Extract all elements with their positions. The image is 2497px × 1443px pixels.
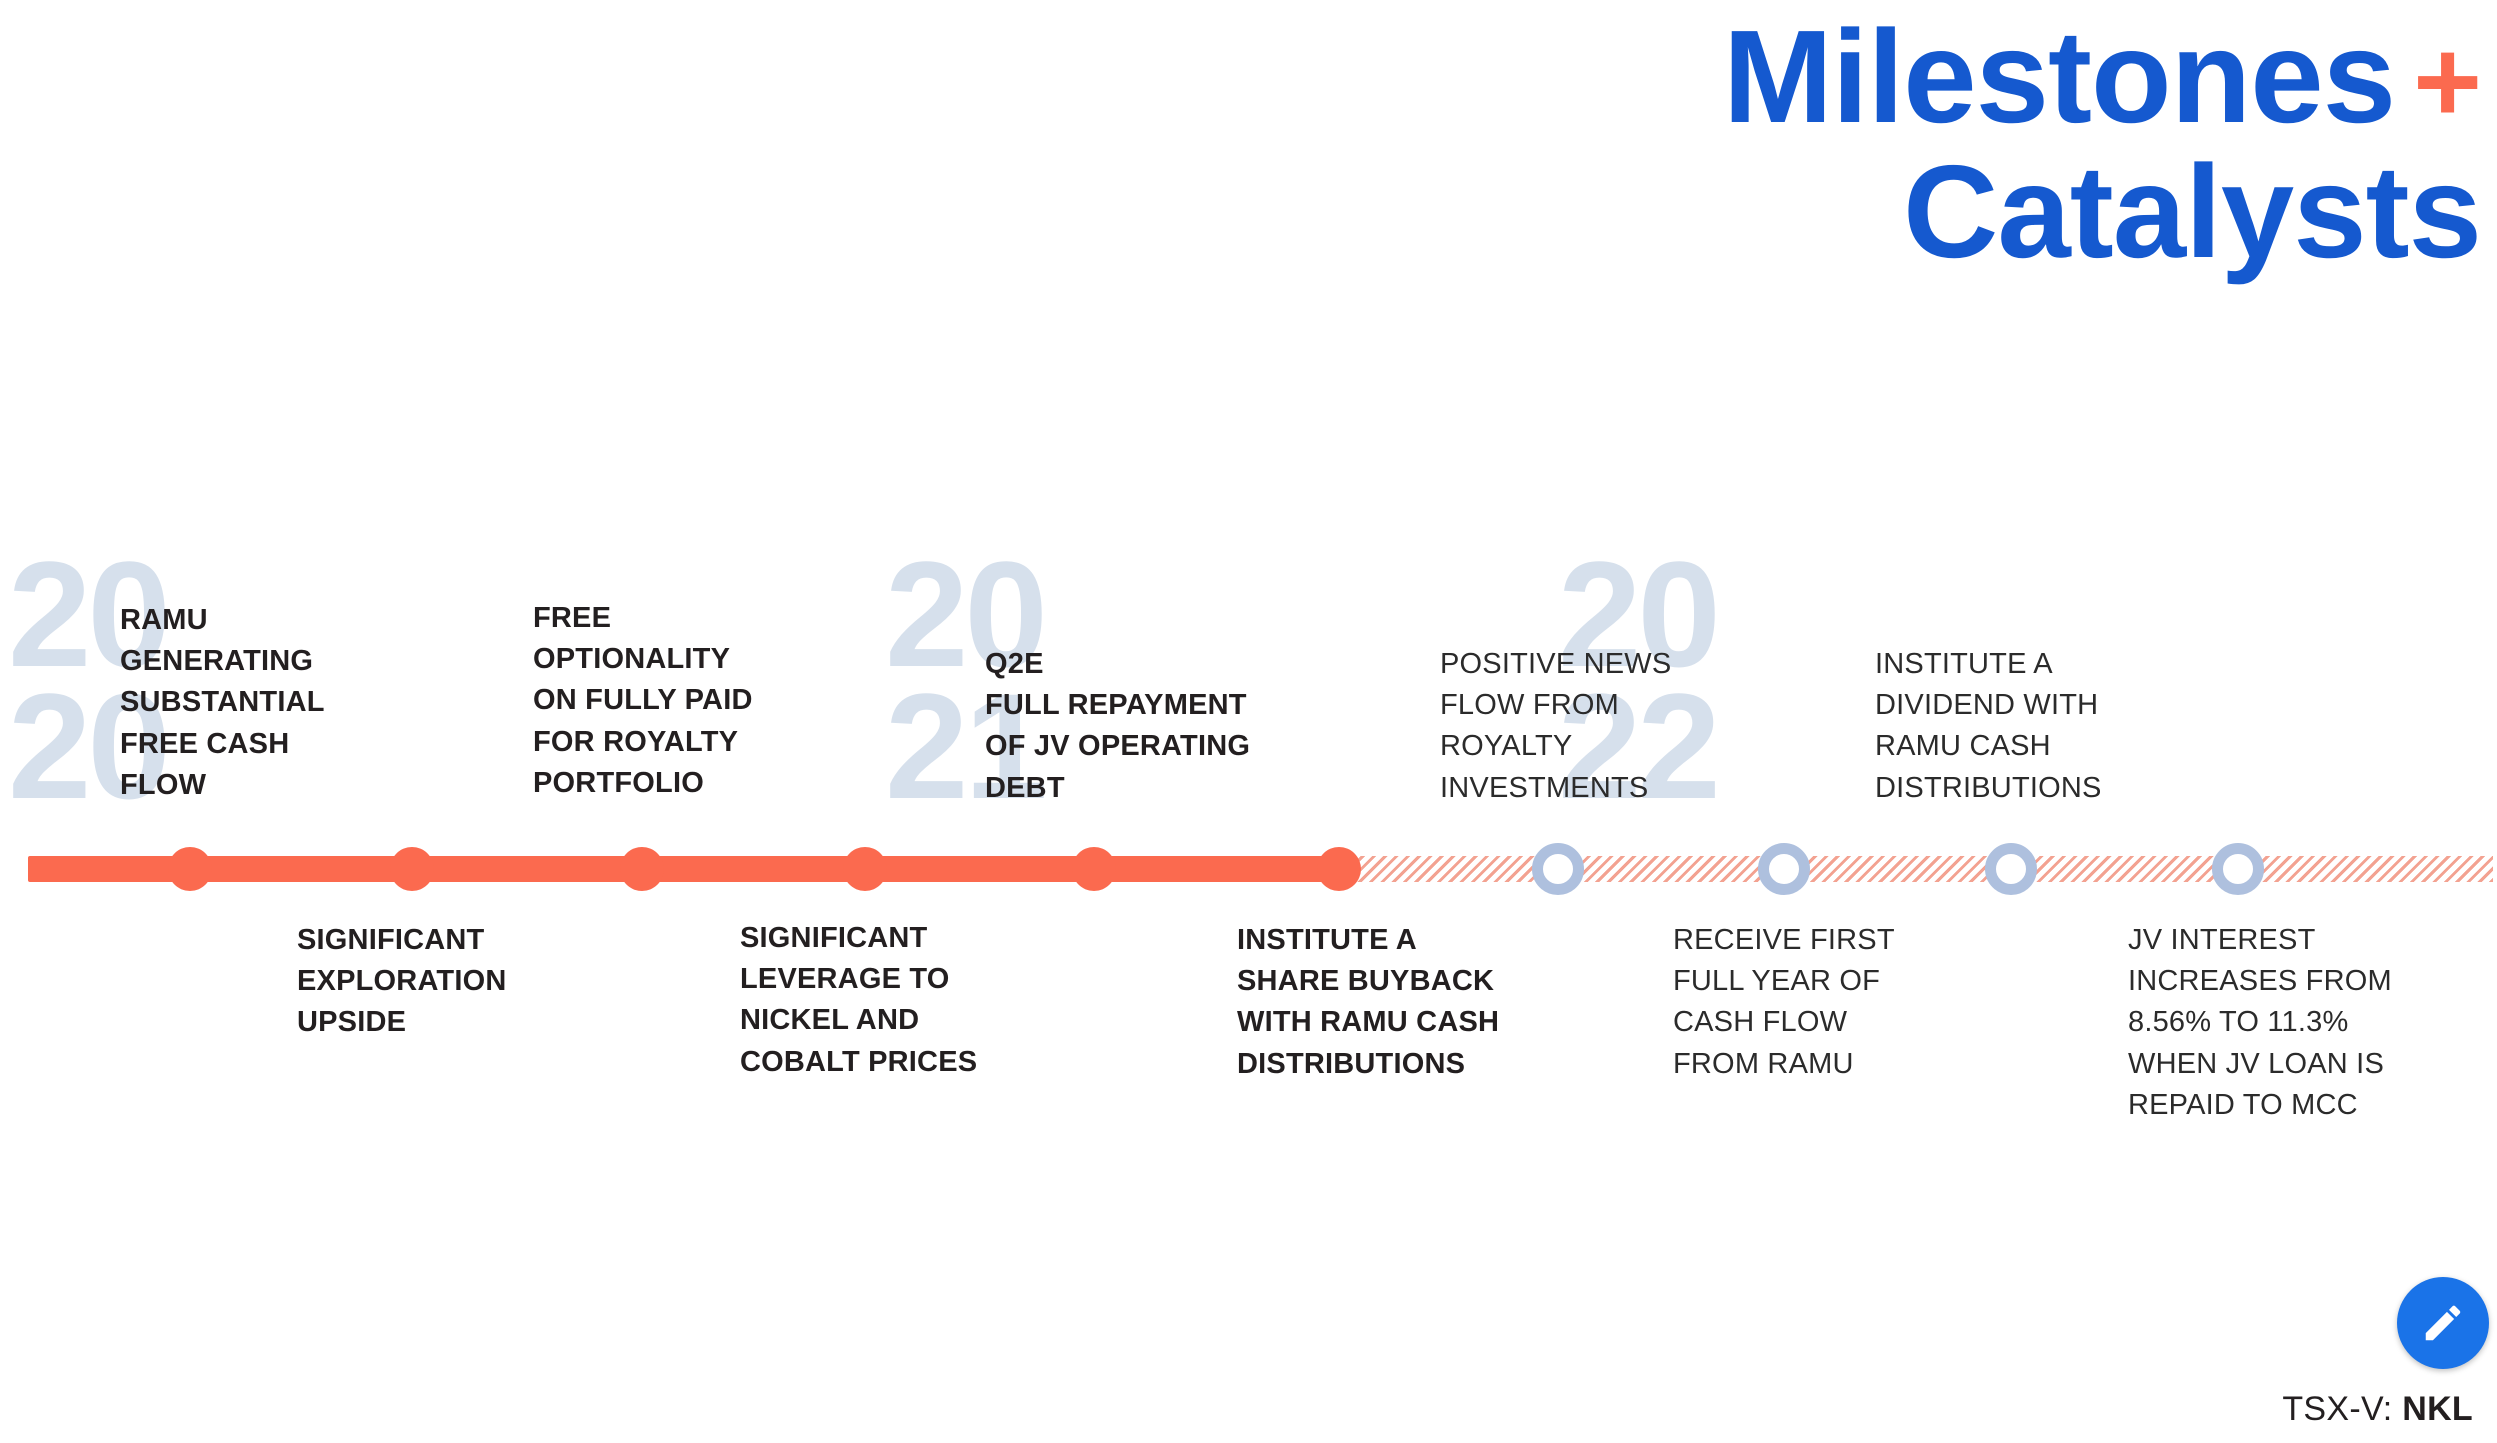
timeline-node-4[interactable]: [843, 847, 887, 891]
milestone-line: UPSIDE: [297, 1006, 407, 1039]
milestone-line: FREE CASH: [120, 727, 290, 760]
exchange-label: TSX-V:: [2282, 1390, 2393, 1428]
milestone-receive-first-full-year-cash-flow: RECEIVE FIRST FULL YEAR OF CASH FLOW FRO…: [1673, 920, 1895, 1085]
milestone-line: 8.56% TO 11.3%: [2128, 1006, 2349, 1039]
milestone-line: EXPLORATION: [297, 965, 507, 998]
milestone-line: DEBT: [985, 771, 1065, 804]
year-2021-top: 20: [885, 530, 1048, 698]
stock-ticker: TSX-V: NKL: [2282, 1390, 2473, 1429]
milestone-line: NICKEL AND: [740, 1004, 920, 1037]
year-label-2022: 20 22: [1558, 530, 1721, 830]
milestone-line: WITH RAMU CASH: [1237, 1006, 1500, 1039]
milestone-line: LEVERAGE TO: [740, 963, 950, 996]
milestone-jv-interest-increase: JV INTEREST INCREASES FROM 8.56% TO 11.3…: [2128, 920, 2392, 1126]
milestone-line: SIGNIFICANT: [740, 922, 928, 954]
milestone-positive-news-flow: POSITIVE NEWS FLOW FROM ROYALTY INVESTME…: [1440, 644, 1671, 809]
milestone-line: FLOW: [120, 768, 207, 801]
milestone-institute-dividend: INSTITUTE A DIVIDEND WITH RAMU CASH DIST…: [1875, 644, 2102, 809]
title-line-1: Milestones+: [1381, 9, 2482, 148]
milestone-line: INVESTMENTS: [1440, 771, 1649, 804]
milestone-line: SHARE BUYBACK: [1237, 965, 1495, 998]
milestone-line: RAMU: [120, 604, 208, 636]
year-2020-bottom: 20: [8, 662, 171, 830]
milestone-line: FLOW FROM: [1440, 689, 1620, 722]
milestone-line: FULL YEAR OF: [1673, 965, 1881, 998]
milestone-line: CASH FLOW: [1673, 1006, 1848, 1039]
year-label-2021: 20 21: [885, 530, 1048, 830]
timeline-node-6[interactable]: [1317, 847, 1361, 891]
timeline: [0, 843, 2497, 895]
milestone-ramu-free-cash-flow: RAMU GENERATING SUBSTANTIAL FREE CASH FL…: [120, 600, 325, 806]
milestone-line: COBALT PRICES: [740, 1045, 978, 1078]
milestone-line: DISTRIBUTIONS: [1237, 1047, 1466, 1080]
milestone-significant-exploration-upside: SIGNIFICANT EXPLORATION UPSIDE: [297, 920, 507, 1044]
page-title: Milestones+ Catalysts: [1381, 9, 2482, 285]
timeline-node-future-2[interactable]: [1758, 843, 1810, 895]
timeline-node-2[interactable]: [390, 847, 434, 891]
year-2022-top: 20: [1558, 530, 1721, 698]
milestone-line: FOR ROYALTY: [533, 725, 739, 758]
milestone-line: Q2E: [985, 648, 1044, 680]
milestone-q2e-full-repayment: Q2E FULL REPAYMENT OF JV OPERATING DEBT: [985, 644, 1250, 809]
milestone-free-optionality-royalty: FREE OPTIONALITY ON FULLY PAID FOR ROYAL…: [533, 598, 753, 804]
title-word-milestones: Milestones: [1722, 3, 2396, 150]
milestone-line: REPAID TO MCC: [2128, 1088, 2358, 1121]
milestone-line: ROYALTY: [1440, 730, 1573, 763]
timeline-bar-completed: [28, 856, 1353, 882]
timeline-node-future-4[interactable]: [2212, 843, 2264, 895]
milestone-line: GENERATING: [120, 645, 314, 678]
year-2022-bottom: 22: [1558, 662, 1721, 830]
title-line-2: Catalysts: [1903, 137, 2482, 285]
milestone-line: JV INTEREST: [2128, 924, 2316, 956]
timeline-node-future-3[interactable]: [1985, 843, 2037, 895]
milestone-line: PORTFOLIO: [533, 766, 704, 799]
ticker-symbol: NKL: [2402, 1390, 2473, 1428]
milestone-line: WHEN JV LOAN IS: [2128, 1047, 2384, 1080]
timeline-bar-future-hatched: [1353, 856, 2493, 882]
milestone-line: INSTITUTE A: [1237, 924, 1417, 956]
milestone-line: RECEIVE FIRST: [1673, 924, 1895, 956]
milestone-line: OPTIONALITY: [533, 643, 731, 676]
milestone-line: OF JV OPERATING: [985, 730, 1251, 763]
milestone-line: POSITIVE NEWS: [1440, 648, 1672, 680]
milestone-line: DIVIDEND WITH: [1875, 689, 2099, 722]
timeline-node-future-1[interactable]: [1532, 843, 1584, 895]
milestone-line: INSTITUTE A: [1875, 648, 2053, 680]
milestone-line: SUBSTANTIAL: [120, 686, 325, 719]
year-label-2020: 20 20: [8, 530, 171, 830]
year-2020-top: 20: [8, 530, 171, 698]
title-plus-icon: +: [2413, 16, 2482, 148]
milestone-line: SIGNIFICANT: [297, 924, 485, 956]
milestone-institute-share-buyback: INSTITUTE A SHARE BUYBACK WITH RAMU CASH…: [1237, 920, 1499, 1085]
milestone-line: FREE: [533, 602, 612, 634]
edit-fab-button[interactable]: [2397, 1277, 2489, 1369]
milestone-line: RAMU CASH: [1875, 730, 2051, 763]
timeline-node-5[interactable]: [1072, 847, 1116, 891]
milestone-line: DISTRIBUTIONS: [1875, 771, 2102, 804]
pencil-icon: [2420, 1300, 2466, 1346]
milestone-line: FROM RAMU: [1673, 1047, 1854, 1080]
timeline-node-3[interactable]: [620, 847, 664, 891]
timeline-node-1[interactable]: [168, 847, 212, 891]
year-2021-bottom: 21: [885, 662, 1048, 830]
milestone-significant-leverage-nickel-cobalt: SIGNIFICANT LEVERAGE TO NICKEL AND COBAL…: [740, 918, 977, 1083]
milestone-line: INCREASES FROM: [2128, 965, 2392, 998]
milestone-line: ON FULLY PAID: [533, 684, 753, 717]
milestone-line: FULL REPAYMENT: [985, 689, 1247, 722]
